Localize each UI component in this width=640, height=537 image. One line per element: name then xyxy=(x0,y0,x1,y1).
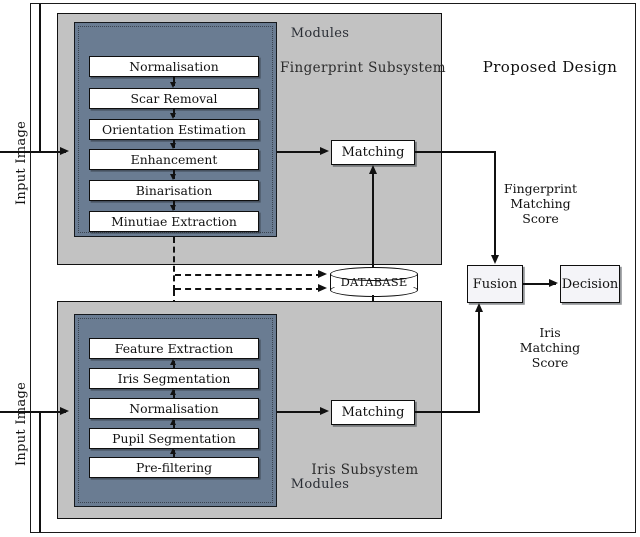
fingerprint-enrol-dashed-arrowhead xyxy=(318,269,327,278)
fusion-box[interactable]: Fusion xyxy=(467,265,523,303)
iris-module-connector-arrowhead-3 xyxy=(170,419,177,425)
iris-score-line-v xyxy=(478,311,480,412)
iris-input-riser xyxy=(39,412,41,532)
iris-input-arrowhead xyxy=(60,407,69,415)
database-cylinder[interactable]: DATABASE xyxy=(330,267,418,297)
fingerprint-enrol-dashed-riser xyxy=(173,237,175,291)
module-box-orientation-estimation[interactable]: Orientation Estimation xyxy=(89,119,259,140)
iris-module-connector-arrowhead-4 xyxy=(170,448,177,454)
module-connector-arrowhead-4 xyxy=(170,174,177,180)
fingerprint-input-riser xyxy=(39,4,41,152)
fingerprint-to-matching-line xyxy=(277,151,325,153)
fingerprint-input-arrowhead xyxy=(60,147,69,155)
iris-module-connector-arrow-4 xyxy=(173,450,175,458)
database-to-fingerprint-matching-arrowhead xyxy=(368,165,377,174)
module-connector-arrowhead-2 xyxy=(170,113,177,119)
module-connector-arrowhead-3 xyxy=(170,143,177,149)
module-box-normalisation[interactable]: Normalisation xyxy=(89,56,259,77)
database-label: DATABASE xyxy=(340,275,408,289)
iris-matching-box[interactable]: Matching xyxy=(331,400,415,425)
iris-input-image-label: Input Image xyxy=(14,381,29,466)
iris-input-line xyxy=(0,411,66,413)
iris-modules-caption: Modules xyxy=(290,477,350,492)
iris-module-connector-arrowhead-2 xyxy=(170,389,177,395)
fingerprint-score-line-1: Fingerprint xyxy=(503,181,578,196)
iris-enrol-dashed-line xyxy=(175,288,322,290)
module-box-enhancement[interactable]: Enhancement xyxy=(89,149,259,170)
iris-subsystem-label: Iris Subsystem xyxy=(311,462,419,478)
module-box-pupil-segmentation[interactable]: Pupil Segmentation xyxy=(89,428,259,449)
iris-module-connector-arrowhead-1 xyxy=(170,359,177,365)
iris-to-matching-line xyxy=(277,411,325,413)
fingerprint-to-matching-arrowhead xyxy=(320,147,329,155)
module-connector-arrowhead-1 xyxy=(170,82,177,88)
fusion-to-decision-arrowhead xyxy=(549,279,558,287)
module-box-scar-removal[interactable]: Scar Removal xyxy=(89,88,259,109)
iris-enrol-dashed-arrowhead xyxy=(318,283,327,292)
module-box-iris-normalisation[interactable]: Normalisation xyxy=(89,398,259,419)
database-cylinder-bottom xyxy=(330,283,418,297)
fingerprint-score-line-3: Score xyxy=(522,211,559,226)
module-connector-arrow-1 xyxy=(173,77,175,86)
iris-score-line-1: Iris xyxy=(539,325,561,340)
diagram-outer-frame xyxy=(30,3,636,533)
fingerprint-subsystem-label: Fingerprint Subsystem xyxy=(280,60,446,76)
database-to-fingerprint-matching-line xyxy=(372,172,374,268)
module-box-feature-extraction[interactable]: Feature Extraction xyxy=(89,338,259,359)
module-box-pre-filtering[interactable]: Pre-filtering xyxy=(89,457,259,478)
fusion-to-decision-line xyxy=(523,283,556,285)
module-box-iris-segmentation[interactable]: Iris Segmentation xyxy=(89,368,259,389)
fingerprint-score-line-v xyxy=(494,151,496,257)
iris-module-connector-arrow-1 xyxy=(173,361,175,369)
module-box-minutiae-extraction[interactable]: Minutiae Extraction xyxy=(89,211,259,232)
database-cylinder-top xyxy=(330,267,418,281)
fingerprint-input-image-label: Input Image xyxy=(14,120,29,205)
module-connector-arrowhead-5 xyxy=(170,205,177,211)
fingerprint-enrol-dashed-line xyxy=(175,274,322,276)
iris-score-line-h xyxy=(415,411,480,413)
fingerprint-matching-score-label: Fingerprint Matching Score xyxy=(478,181,603,226)
fingerprint-score-arrowhead xyxy=(490,255,499,264)
fingerprint-score-line-h xyxy=(415,151,496,153)
iris-to-matching-arrowhead xyxy=(320,407,329,415)
iris-matching-score-label: Iris Matching Score xyxy=(495,325,605,370)
fingerprint-input-line xyxy=(0,151,66,153)
iris-score-line-3: Score xyxy=(531,355,569,370)
page-title: Proposed Design xyxy=(482,58,618,76)
iris-score-arrowhead xyxy=(474,303,483,312)
iris-score-line-2: Matching xyxy=(519,340,581,355)
module-box-binarisation[interactable]: Binarisation xyxy=(89,180,259,201)
decision-box[interactable]: Decision xyxy=(560,265,620,303)
fingerprint-matching-box[interactable]: Matching xyxy=(331,140,415,165)
fingerprint-score-line-2: Matching xyxy=(510,196,571,211)
fingerprint-modules-caption: Modules xyxy=(290,26,350,41)
